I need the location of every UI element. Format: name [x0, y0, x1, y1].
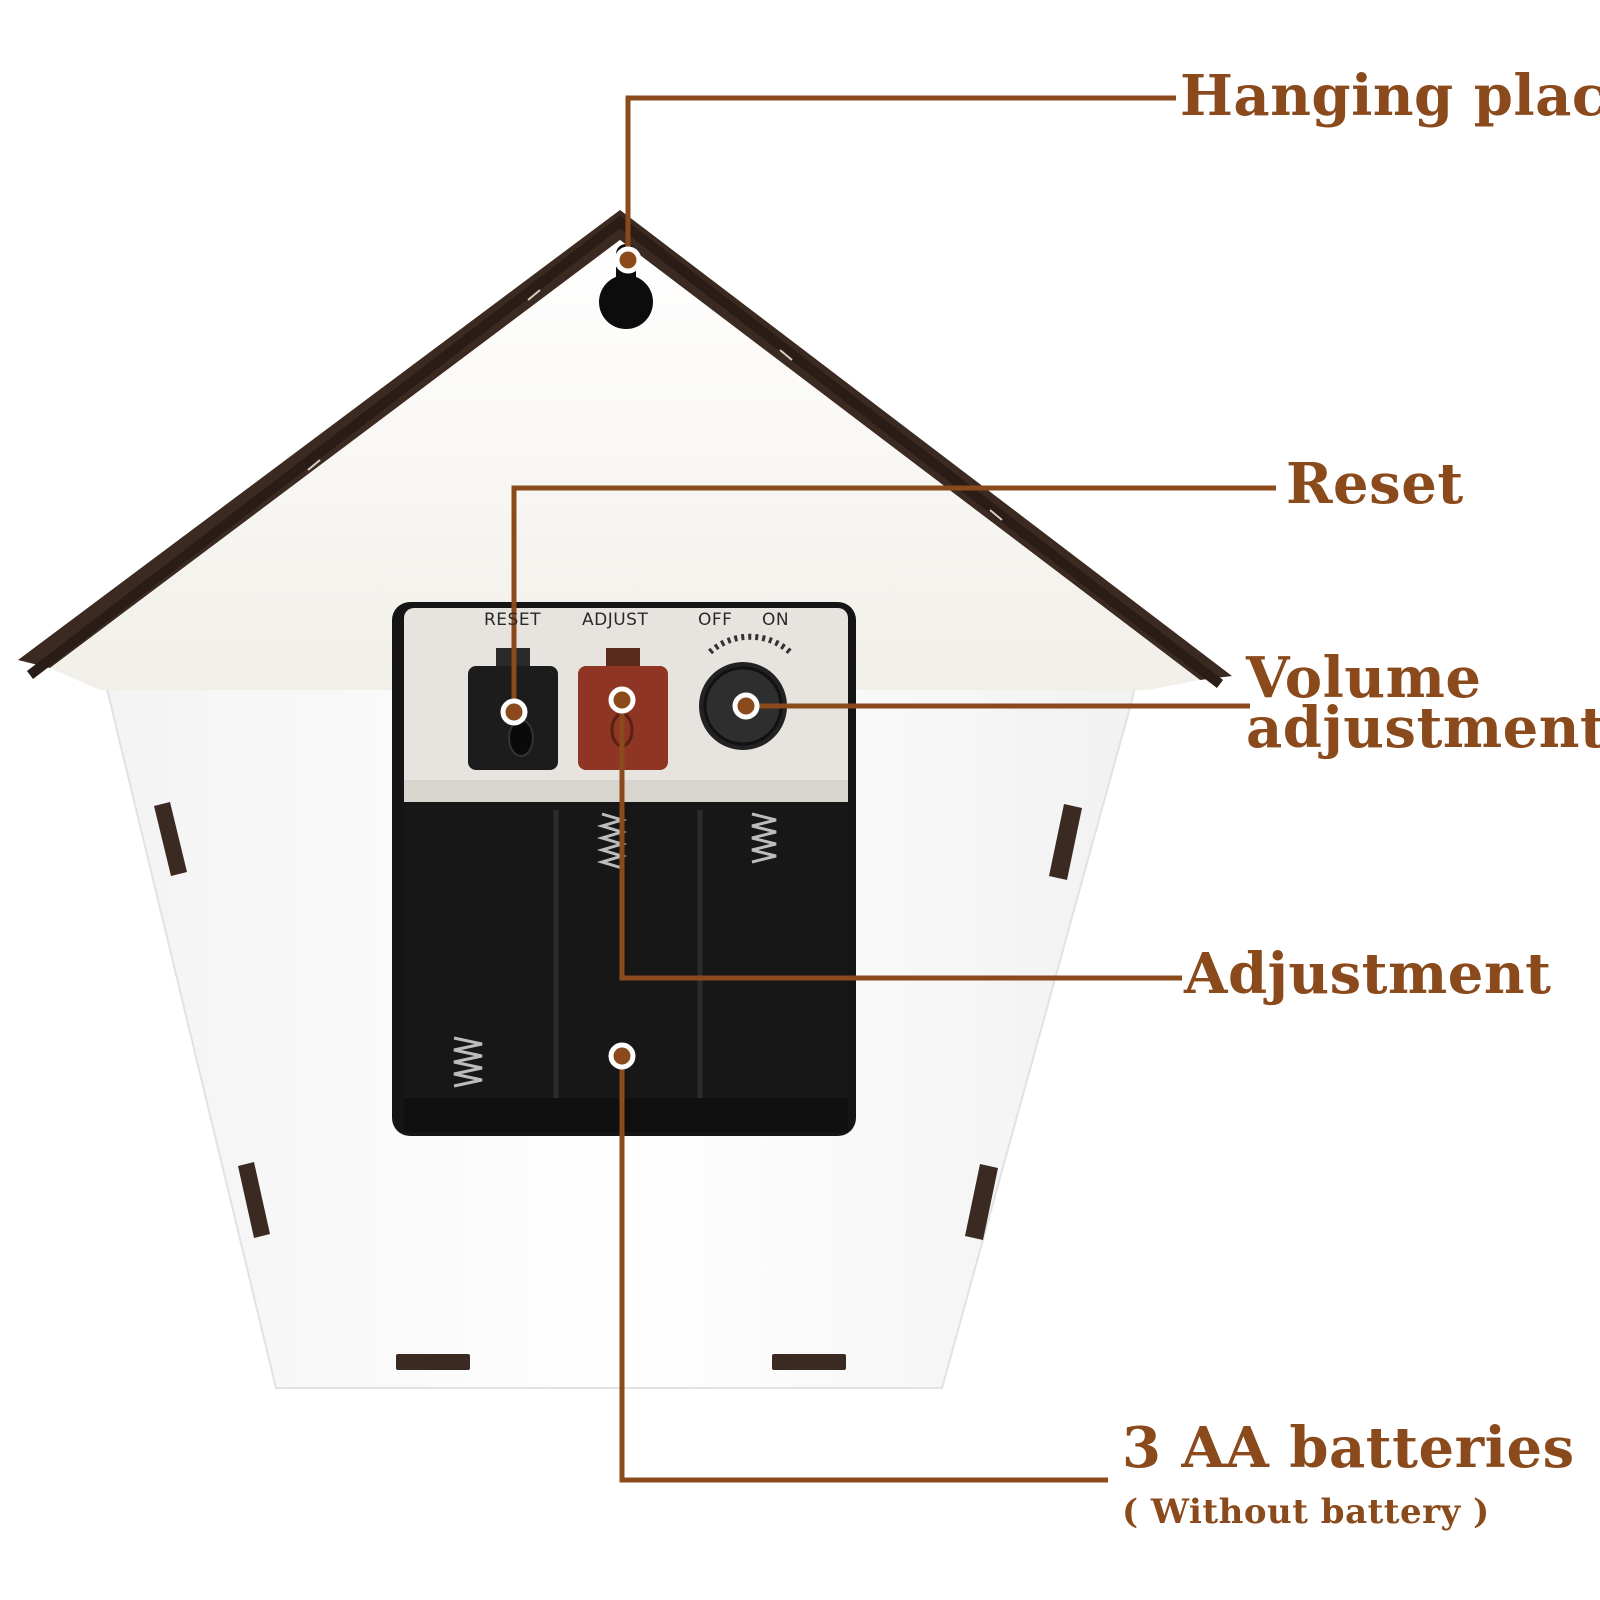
dot-volume — [732, 692, 760, 720]
callout-volume-line2: adjustment — [1246, 695, 1600, 761]
dot-reset — [500, 698, 528, 726]
dot-adjust — [608, 686, 636, 714]
leader-adjustment — [619, 700, 1182, 981]
panel-on-label: ON — [762, 610, 790, 630]
callout-batteries: 3 AA batteries — [1122, 1415, 1575, 1481]
panel-reset-label: RESET — [484, 610, 541, 630]
callout-hanging-place: Hanging place — [1180, 63, 1600, 129]
leader-lines — [511, 95, 1276, 1483]
panel-off-label: OFF — [698, 610, 733, 630]
panel-adjust-label: ADJUST — [582, 610, 649, 630]
leader-batteries — [619, 1056, 1108, 1483]
leader-dots — [500, 246, 760, 1070]
callout-adjustment: Adjustment — [1184, 941, 1552, 1007]
callout-volume-line1: Volume — [1246, 645, 1482, 711]
side-slots — [154, 802, 1082, 1370]
dot-batteries — [608, 1042, 636, 1070]
callout-reset: Reset — [1286, 451, 1464, 517]
roof — [18, 210, 1232, 690]
dot-hanging — [614, 246, 642, 274]
leader-reset — [511, 485, 1276, 712]
leader-hanging — [625, 95, 1176, 258]
callout-batteries-note: ( Without battery ) — [1122, 1492, 1490, 1532]
